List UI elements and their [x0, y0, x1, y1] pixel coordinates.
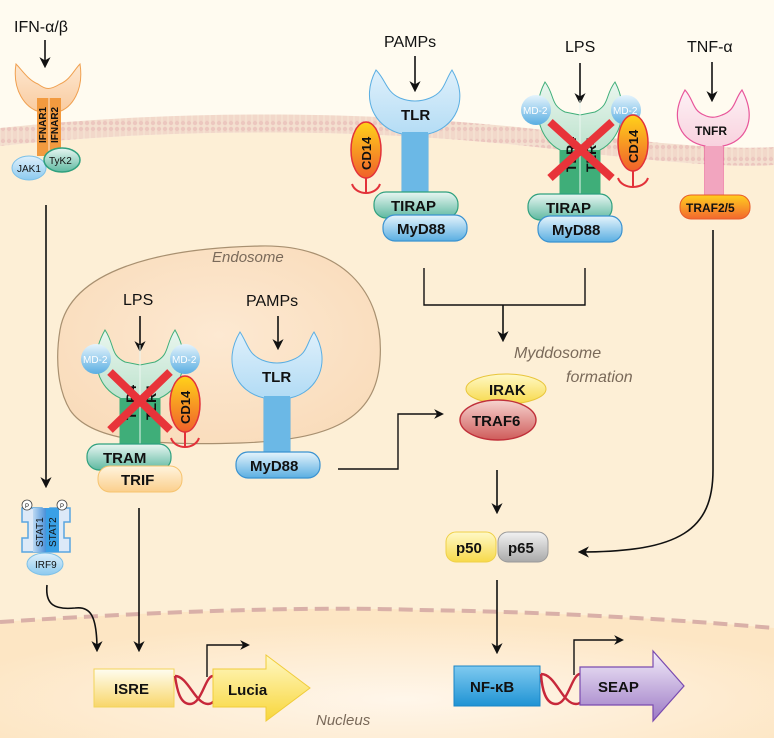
isre-element	[93, 668, 175, 708]
trif	[97, 465, 183, 493]
jak1	[11, 155, 47, 181]
stat-to-isre-arrow	[46, 584, 103, 653]
jak1-label: JAK1	[17, 164, 41, 175]
pamps-endo-label: PAMPs	[246, 293, 298, 310]
seap-reporter	[579, 649, 685, 723]
tlr-endo-label: TLR	[262, 369, 291, 386]
pamps-surface-label: PAMPs	[384, 34, 436, 51]
stat2-label: STAT2	[48, 517, 59, 547]
md2-endo-left-label: MD-2	[83, 355, 108, 366]
phospho-stat2-label: P	[60, 504, 64, 510]
stat-complex	[21, 507, 71, 553]
nfkb-label: NF-κB	[470, 679, 514, 696]
myd88-endo	[235, 451, 321, 479]
myddosome-label-line1: Myddosome	[514, 345, 601, 362]
myd88-convergence-bracket	[423, 268, 586, 306]
cd14-endo-label: CD14	[178, 390, 193, 424]
p65	[497, 531, 549, 563]
phospho-stat1	[21, 499, 33, 511]
traf25	[679, 194, 751, 220]
myd88-endo-label: MyD88	[250, 458, 298, 475]
traf6-label: TRAF6	[472, 413, 520, 430]
md2-endo-right-label: MD-2	[172, 355, 197, 366]
md2-surface-right-label: MD-2	[613, 106, 638, 117]
tlr-endo-receptor	[231, 331, 323, 453]
tlr4-endo-knockout-cross	[107, 369, 173, 433]
md2-endo-left	[81, 344, 111, 374]
tirap-tlr4-label: TIRAP	[546, 200, 591, 217]
seap-promoter-arrow	[573, 635, 624, 675]
nucleus	[0, 608, 774, 738]
plasma-membrane	[0, 114, 774, 166]
lucia-reporter	[212, 654, 311, 722]
ifnar1-label: IFNAR1	[38, 106, 49, 143]
lps-endo-label: LPS	[123, 292, 153, 309]
phospho-stat2	[56, 499, 68, 511]
p65-label: p65	[508, 540, 534, 557]
tirap-surface-label: TIRAP	[391, 198, 436, 215]
ifn-ligand-label: IFN-α/β	[14, 19, 68, 36]
seap-label: SEAP	[598, 679, 639, 696]
myd88-tlr4-label: MyD88	[552, 222, 600, 239]
irf9-label: IRF9	[35, 560, 57, 571]
myd88-surface	[382, 214, 468, 242]
tyk2-label: TyK2	[49, 156, 72, 167]
tnfr-label: TNFR	[695, 124, 727, 138]
myddosome-label-line2: formation	[566, 369, 633, 386]
nuclear-envelope	[0, 606, 774, 630]
tram-label: TRAM	[103, 450, 146, 467]
tlr-surface-label: TLR	[401, 107, 430, 124]
nfkb-element	[453, 665, 541, 707]
md2-surface-left	[521, 95, 551, 125]
irf9	[26, 552, 64, 576]
tnfr-receptor	[676, 88, 750, 199]
md2-endo-right	[170, 344, 200, 374]
cd14-surface-label: CD14	[359, 136, 374, 170]
traf25-label: TRAF2/5	[686, 201, 735, 215]
lucia-label: Lucia	[228, 682, 268, 699]
traf6	[459, 399, 537, 441]
myd88-tlr4	[537, 215, 623, 243]
phospho-stat1-label: P	[25, 504, 29, 510]
nucleus-label: Nucleus	[316, 712, 371, 729]
p50	[445, 531, 497, 563]
tlr4-surface-knockout-cross	[547, 119, 615, 181]
myd88-surface-label: MyD88	[397, 221, 445, 238]
cd14-anchor	[351, 178, 381, 194]
p50-label: p50	[456, 540, 482, 557]
lps-surface-label: LPS	[565, 39, 595, 56]
lucia-promoter-arrow	[206, 640, 250, 677]
cd14-tlr4-surface-label: CD14	[626, 129, 641, 163]
md2-surface-left-label: MD-2	[523, 106, 548, 117]
traf25-to-nfkb-arrow	[577, 230, 714, 558]
isre-label: ISRE	[114, 681, 149, 698]
irak-label: IRAK	[489, 382, 526, 399]
trif-label: TRIF	[121, 472, 154, 489]
ifnar2-label: IFNAR2	[50, 106, 61, 143]
endosome-label: Endosome	[212, 249, 284, 266]
tyk2	[43, 147, 81, 173]
tnf-ligand-label: TNF-α	[687, 39, 733, 56]
stat1-label: STAT1	[35, 517, 46, 547]
